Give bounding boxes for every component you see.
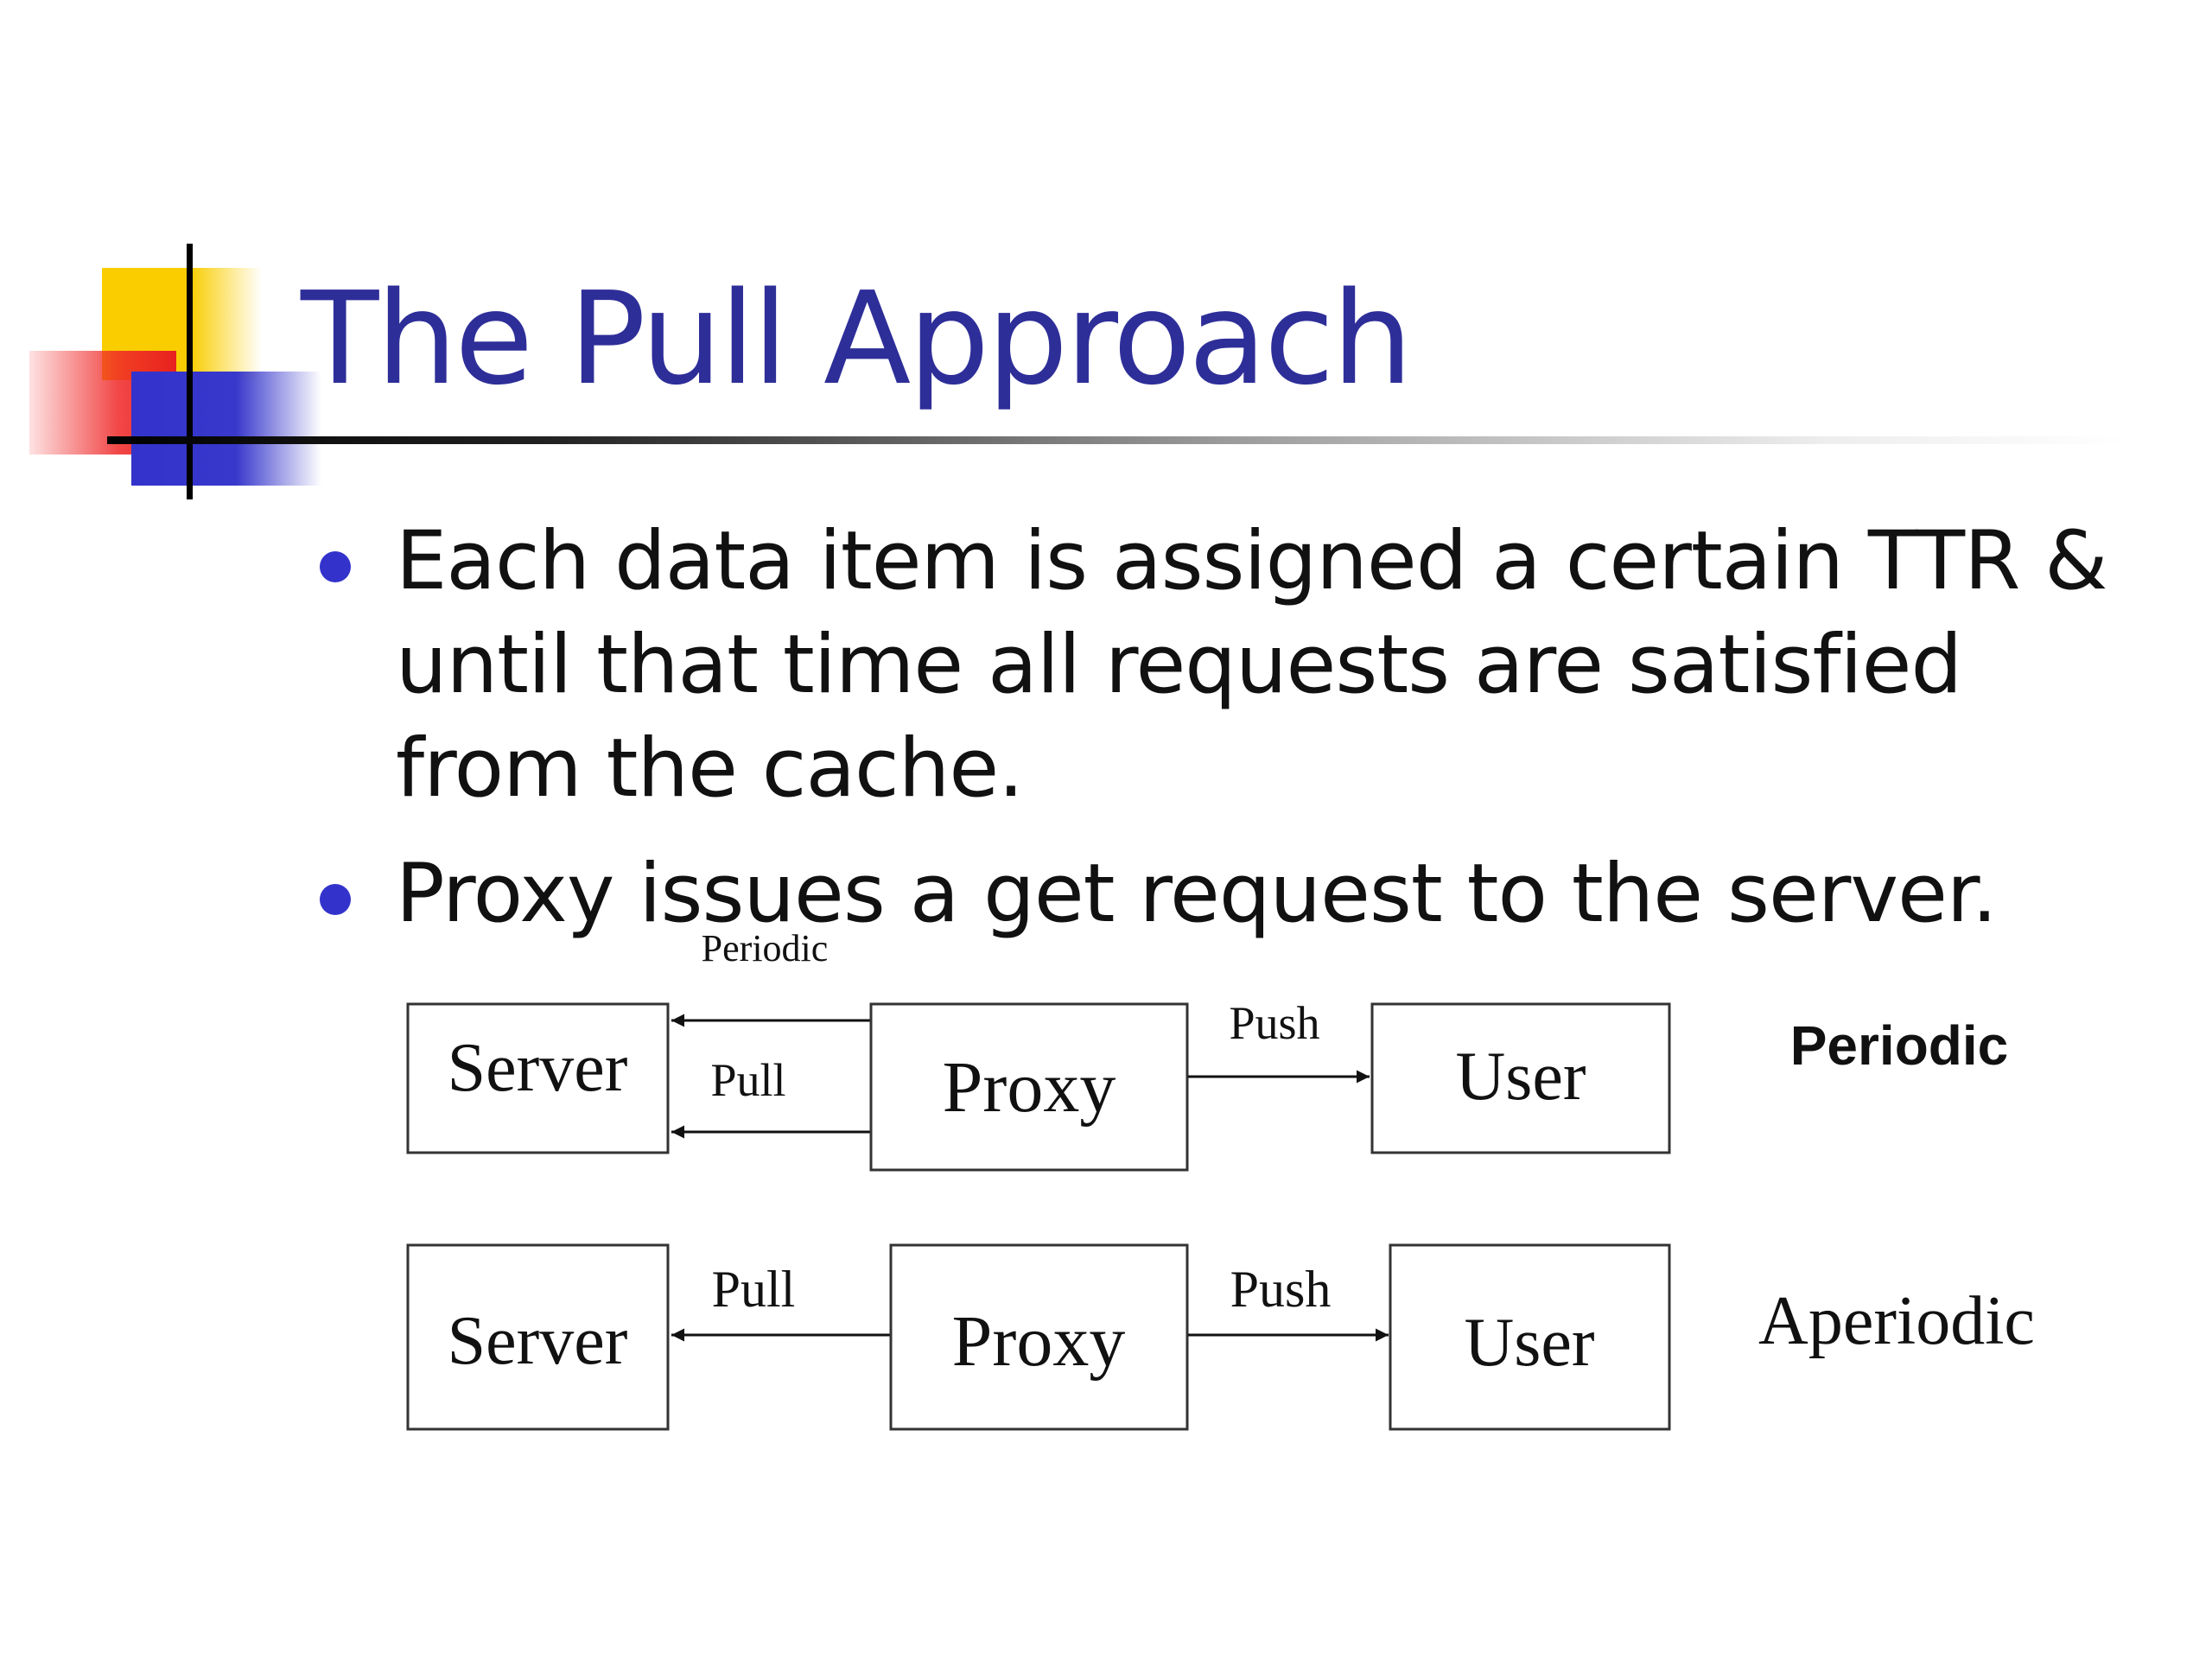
bullet-item: Proxy issues a get request to the server…	[311, 842, 2143, 946]
aperiodic-server-box: Server	[406, 1243, 670, 1431]
decorative-blue-square	[131, 372, 321, 486]
aperiodic-pull-label: Pull	[712, 1261, 796, 1318]
periodic-user-box: User	[1370, 1002, 1671, 1154]
periodic-caption: Periodic	[1790, 1014, 2009, 1077]
aperiodic-proxy-box: Proxy	[889, 1243, 1189, 1431]
bullet-dot-icon	[320, 551, 351, 582]
bullet-list: Each data item is assigned a certain TTR…	[311, 510, 2143, 946]
bullet-dot-icon	[320, 884, 351, 915]
aperiodic-proxy-label: Proxy	[952, 1301, 1126, 1382]
periodic-server-box: Server	[406, 1002, 670, 1154]
slide-title: The Pull Approach	[301, 264, 1413, 413]
bullet-item: Each data item is assigned a certain TTR…	[311, 510, 2143, 821]
periodic-push-label: Push	[1229, 997, 1319, 1049]
bullet-text: Each data item is assigned a certain TTR…	[396, 514, 2108, 816]
periodic-proxy-box: Proxy	[869, 1002, 1189, 1172]
aperiodic-caption: Aperiodic	[1758, 1283, 2035, 1359]
aperiodic-push-label: Push	[1230, 1261, 1332, 1318]
periodic-pull-label: Pull	[710, 1054, 785, 1106]
periodic-top-label: Periodic	[702, 927, 829, 969]
decorative-vertical-line	[187, 244, 193, 499]
periodic-user-label: User	[1455, 1039, 1586, 1115]
aperiodic-user-box: User	[1389, 1243, 1671, 1431]
bullet-text: Proxy issues a get request to the server…	[396, 847, 1998, 941]
periodic-proxy-label: Proxy	[943, 1047, 1116, 1128]
aperiodic-server-label: Server	[448, 1303, 628, 1379]
periodic-server-label: Server	[448, 1030, 628, 1106]
aperiodic-user-label: User	[1464, 1305, 1594, 1381]
title-underline-rule	[107, 436, 2129, 444]
